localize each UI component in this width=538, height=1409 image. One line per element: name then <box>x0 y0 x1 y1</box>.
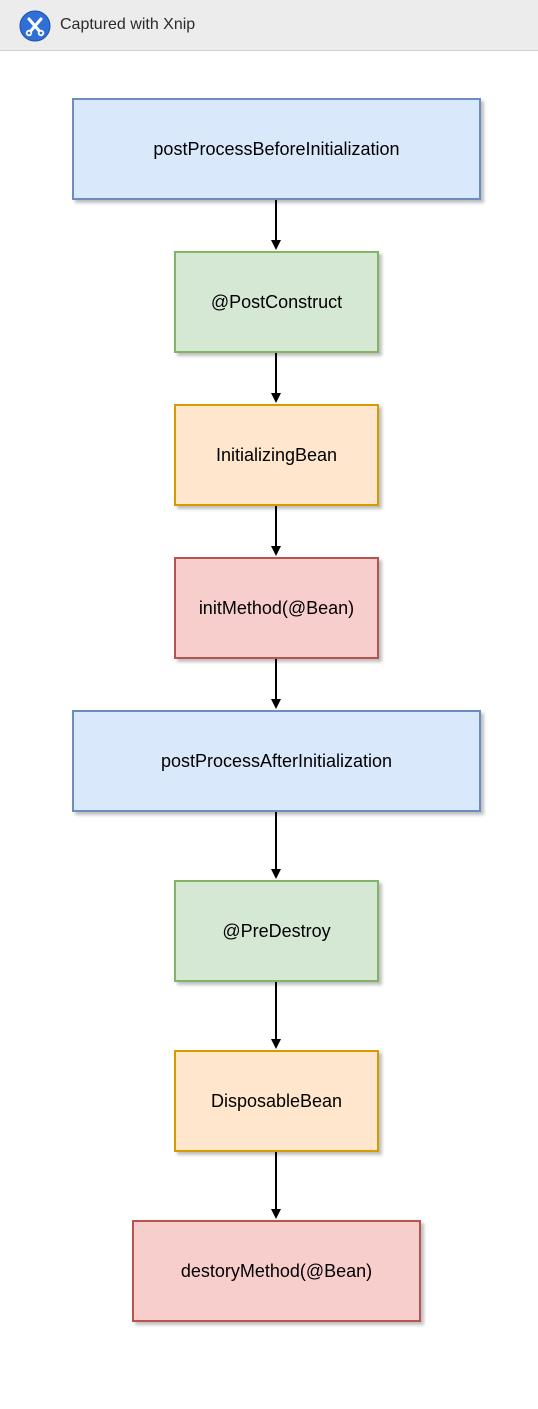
node-destory-method[interactable]: destoryMethod(@Bean) <box>132 1220 421 1322</box>
node-label: initMethod(@Bean) <box>198 597 355 618</box>
node-initializing-bean[interactable]: InitializingBean <box>174 404 379 506</box>
node-label: InitializingBean <box>215 444 338 465</box>
window-title: Captured with Xnip <box>60 16 196 33</box>
node-pre-destroy[interactable]: @PreDestroy <box>174 880 379 982</box>
node-post-process-after-initialization[interactable]: postProcessAfterInitialization <box>72 710 481 812</box>
node-post-process-before-initialization[interactable]: postProcessBeforeInitialization <box>72 98 481 200</box>
node-label: postProcessAfterInitialization <box>160 750 393 771</box>
node-init-method[interactable]: initMethod(@Bean) <box>174 557 379 659</box>
title-bar: Captured with Xnip <box>0 0 538 51</box>
xnip-scissors-icon <box>19 10 51 42</box>
node-label: DisposableBean <box>210 1090 343 1111</box>
node-post-construct[interactable]: @PostConstruct <box>174 251 379 353</box>
node-label: @PreDestroy <box>222 920 331 941</box>
node-label: postProcessBeforeInitialization <box>153 138 400 159</box>
node-disposable-bean[interactable]: DisposableBean <box>174 1050 379 1152</box>
node-label: @PostConstruct <box>210 291 343 312</box>
node-label: destoryMethod(@Bean) <box>180 1260 373 1281</box>
